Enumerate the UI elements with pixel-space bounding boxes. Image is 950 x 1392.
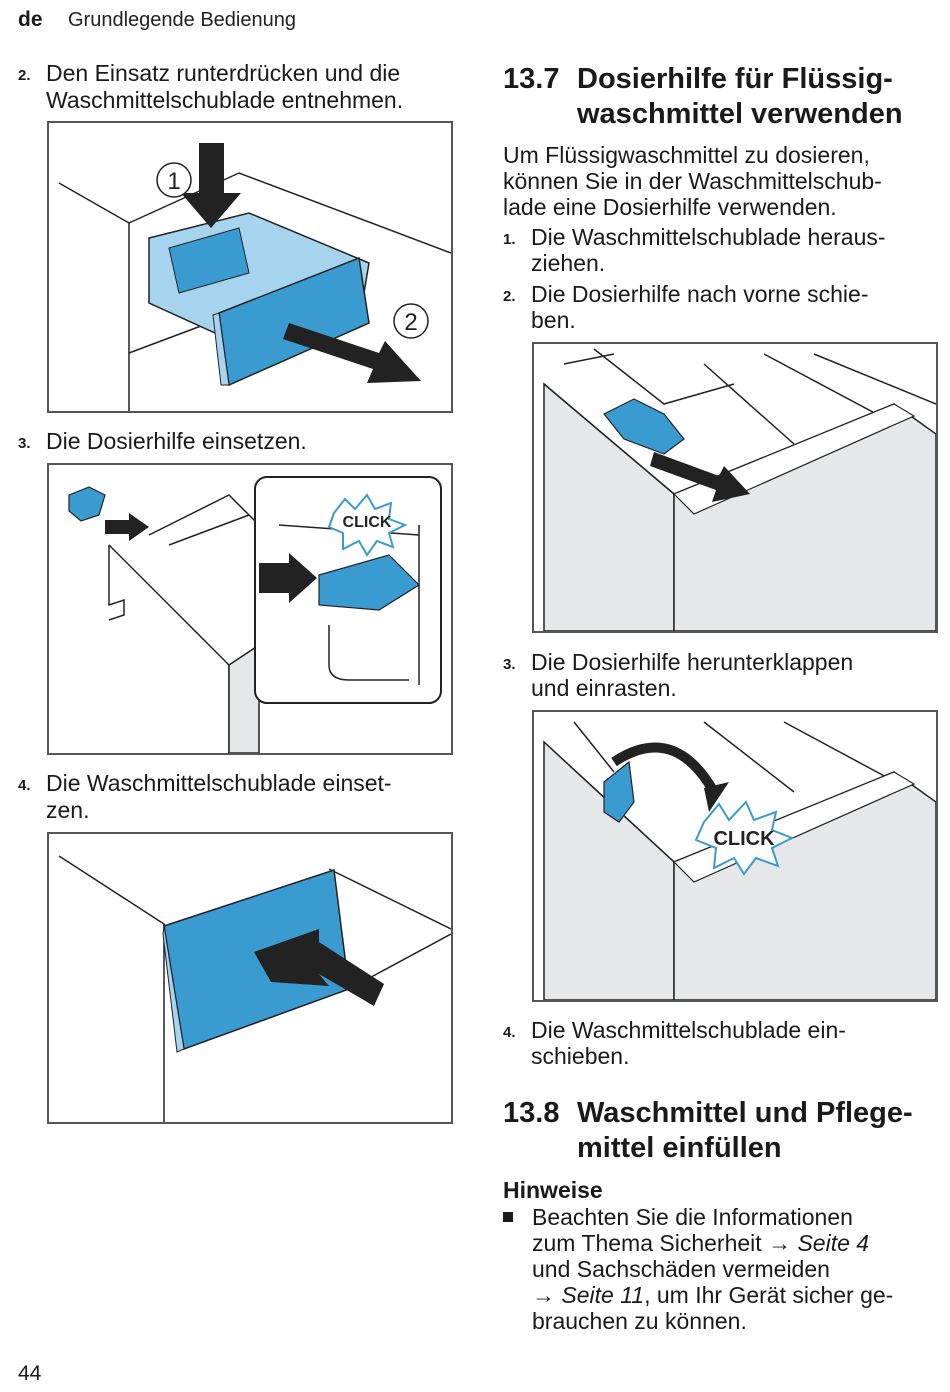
- step-text-line1: Die Dosierhilfe herunterklappen: [531, 649, 854, 675]
- figure-fold-dosing-aid: CLICK: [532, 710, 938, 1002]
- note-text: , um Ihr Gerät sicher ge-: [644, 1282, 894, 1308]
- section-intro: Um Flüssigwaschmittel zu dosieren, könne…: [503, 142, 943, 220]
- step-number: 4.: [503, 1024, 516, 1041]
- section-number: 13.7: [503, 63, 560, 95]
- note-line3: und Sachschäden vermeiden: [532, 1256, 830, 1282]
- language-code: de: [18, 8, 43, 31]
- step-text-line1: Den Einsatz runterdrücken und die: [46, 60, 401, 86]
- step-text-line1: Die Waschmittelschublade einset-: [46, 770, 392, 796]
- step-number: 4.: [18, 777, 31, 794]
- figure-slide-dosing-aid: [532, 342, 938, 633]
- step-2-right: 2. Die Dosierhilfe nach vorne schie- ben…: [503, 281, 943, 335]
- notes-bullet-item: Beachten Sie die Informationen zum Thema…: [503, 1204, 943, 1344]
- step-number: 1.: [503, 231, 516, 248]
- step-number: 3.: [503, 656, 516, 673]
- figure-insert-drawer: [47, 832, 453, 1124]
- step-text-line1: Die Waschmittelschublade ein-: [531, 1017, 846, 1043]
- note-line5: brauchen zu können.: [532, 1308, 747, 1334]
- step-text-line2: zen.: [46, 797, 90, 823]
- intro-line1: Um Flüssigwaschmittel zu dosieren,: [503, 142, 870, 168]
- click-label: CLICK: [713, 828, 775, 850]
- page-number: 44: [18, 1362, 42, 1385]
- step-4-right: 4. Die Waschmittelschublade ein- schiebe…: [503, 1017, 943, 1071]
- step-text-line1: Die Dosierhilfe einsetzen.: [46, 428, 307, 454]
- step-text-line1: Die Dosierhilfe nach vorne schie-: [531, 281, 869, 307]
- section-title-line1: Waschmittel und Pflege-: [577, 1097, 913, 1129]
- chapter-title: Grundlegende Bedienung: [68, 9, 296, 31]
- section-title-line2: waschmittel verwenden: [577, 98, 903, 130]
- section-title-line2: mittel einfüllen: [577, 1132, 782, 1164]
- step-3-right: 3. Die Dosierhilfe herunterklappen und e…: [503, 649, 943, 703]
- step-text-line1: Die Waschmittelschublade heraus-: [531, 224, 886, 250]
- step-3-left: 3. Die Dosierhilfe einsetzen.: [18, 428, 458, 456]
- note-line1: Beachten Sie die Informationen: [532, 1204, 853, 1230]
- page-link-11[interactable]: Seite 11: [561, 1282, 645, 1308]
- intro-line3: lade eine Dosierhilfe verwenden.: [503, 194, 837, 220]
- section-13-7-heading: 13.7 Dosierhilfe für Flüssig- waschmitte…: [503, 62, 943, 134]
- figure-insert-dosing-aid: CLICK: [47, 463, 453, 755]
- note-line4: → Seite 11, um Ihr Gerät sicher ge-: [532, 1282, 893, 1308]
- step-text-line2: ben.: [531, 307, 576, 333]
- step-text-line2: Waschmittelschublade entnehmen.: [46, 87, 404, 113]
- step-1-right: 1. Die Waschmittelschublade heraus- zieh…: [503, 224, 943, 278]
- step-4-left: 4. Die Waschmittelschublade einset- zen.: [18, 770, 458, 826]
- step-number: 2.: [18, 67, 31, 84]
- step-2-left: 2. Den Einsatz runterdrücken und die Was…: [18, 60, 458, 116]
- section-13-8-heading: 13.8 Waschmittel und Pflege- mittel einf…: [503, 1096, 943, 1168]
- marker-1: 1: [167, 168, 180, 195]
- bullet-square-icon: [503, 1212, 513, 1222]
- marker-2: 2: [404, 309, 417, 336]
- step-number: 2.: [503, 288, 516, 305]
- note-arrow: →: [532, 1282, 562, 1308]
- notes-heading: Hinweise: [503, 1177, 603, 1203]
- step-text-line2: ziehen.: [531, 250, 606, 276]
- step-text-line2: und einrasten.: [531, 675, 677, 701]
- figure-remove-drawer: 1 2: [47, 121, 453, 413]
- step-text-line2: schieben.: [531, 1043, 630, 1069]
- step-number: 3.: [18, 435, 31, 452]
- page-link-4[interactable]: Seite 4: [797, 1230, 870, 1256]
- section-title-line1: Dosierhilfe für Flüssig-: [577, 63, 893, 95]
- note-text: zum Thema Sicherheit →: [532, 1230, 798, 1256]
- section-number: 13.8: [503, 1097, 560, 1129]
- intro-line2: können Sie in der Waschmittelschub-: [503, 168, 882, 194]
- note-line2: zum Thema Sicherheit → Seite 4: [532, 1230, 869, 1256]
- click-label: CLICK: [343, 514, 392, 531]
